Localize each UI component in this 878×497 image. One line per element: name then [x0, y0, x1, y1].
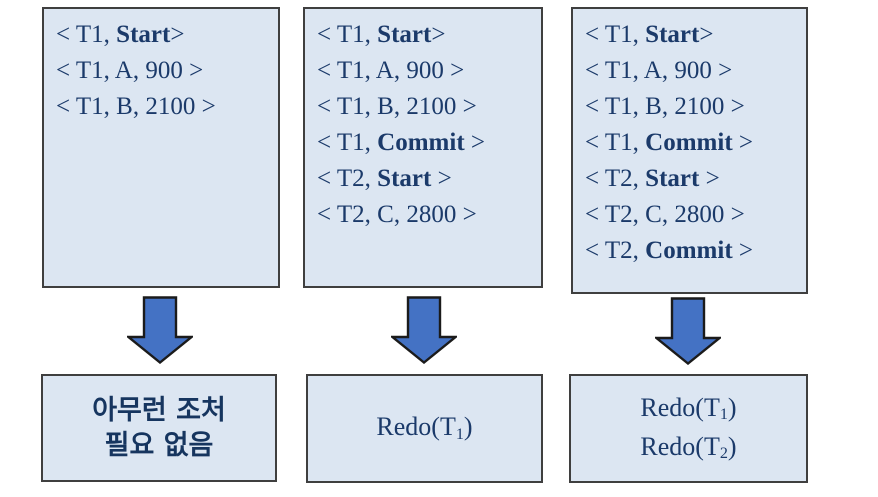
log-record: < T1, Commit > [585, 125, 802, 161]
log-record: < T2, Start > [585, 161, 802, 197]
log-record: < T1, Start> [56, 17, 274, 53]
text-segment: Start [377, 165, 432, 192]
text-segment: > [431, 165, 452, 192]
text-segment: < T1, [585, 21, 646, 48]
text-segment: Redo(T [376, 412, 456, 441]
log-record: < T1, B, 2100 > [56, 89, 274, 125]
text-segment: < T2, C, 2800 > [585, 201, 745, 228]
result-text: Redo(T2) [640, 429, 736, 468]
down-arrow-icon [391, 296, 457, 364]
text-segment: 아무런 조처 [92, 395, 226, 426]
log-record: < T2, Commit > [585, 233, 802, 269]
down-arrow-icon [127, 296, 193, 364]
log-box-3: < T1, Start>< T1, A, 900 >< T1, B, 2100 … [571, 7, 808, 294]
text-segment: < T1, A, 900 > [585, 57, 733, 84]
subscript-text: 1 [455, 425, 464, 443]
text-segment: < T2, [585, 237, 646, 264]
text-segment: Redo(T [640, 431, 720, 461]
log-record: < T2, C, 2800 > [317, 197, 537, 233]
text-segment: < T1, A, 900 > [56, 57, 204, 84]
log-record: < T1, B, 2100 > [585, 89, 802, 125]
text-segment: Start [116, 21, 171, 48]
text-segment: < T1, [585, 129, 646, 156]
text-segment: < T2, [317, 165, 378, 192]
text-segment: < T1, [317, 21, 378, 48]
text-segment: < T1, B, 2100 > [56, 93, 216, 120]
text-segment: Redo(T [640, 392, 720, 422]
text-segment: < T2, [585, 165, 646, 192]
log-record: < T1, Commit > [317, 125, 537, 161]
text-segment: Commit [645, 129, 733, 156]
text-segment: < T2, C, 2800 > [317, 201, 477, 228]
log-record: < T1, B, 2100 > [317, 89, 537, 125]
text-segment: > [699, 21, 714, 48]
text-segment: > [732, 237, 754, 264]
log-record: < T2, C, 2800 > [585, 197, 802, 233]
text-segment: ) [727, 392, 737, 422]
result-text: 아무런 조처 [92, 393, 226, 428]
subscript-text: 2 [719, 445, 728, 463]
text-segment: Commit [645, 237, 733, 264]
log-record: < T1, Start> [317, 17, 537, 53]
text-segment: ) [463, 412, 473, 441]
log-record: < T1, A, 900 > [56, 53, 274, 89]
text-segment: 필요 없음 [104, 430, 214, 461]
text-segment: Start [377, 21, 432, 48]
result-box-3: Redo(T1)Redo(T2) [569, 374, 808, 483]
result-box-2: Redo(T1) [306, 374, 543, 483]
text-segment: < T1, B, 2100 > [317, 93, 477, 120]
text-segment: > [699, 165, 720, 192]
subscript-text: 1 [719, 406, 728, 424]
text-segment: > [431, 21, 446, 48]
text-segment: < T1, [56, 21, 117, 48]
down-arrow-icon [655, 297, 721, 365]
text-segment: > [170, 21, 185, 48]
result-text: Redo(T1) [640, 390, 736, 429]
text-segment: Commit [377, 129, 465, 156]
result-text: Redo(T1) [376, 409, 472, 448]
log-record: < T1, A, 900 > [585, 53, 802, 89]
log-box-1: < T1, Start> < T1, A, 900 > < T1, B, 2100 … [42, 7, 280, 288]
text-segment: < T1, A, 900 > [317, 57, 465, 84]
text-segment: < T1, B, 2100 > [585, 93, 745, 120]
log-record: < T1, A, 900 > [317, 53, 537, 89]
log-box-2: < T1, Start>< T1, A, 900 >< T1, B, 2100 … [303, 7, 543, 288]
result-text: 필요 없음 [105, 428, 214, 463]
log-record: < T1, Start> [585, 17, 802, 53]
text-segment: ) [727, 431, 737, 461]
text-segment: Start [645, 21, 700, 48]
text-segment: < T1, [317, 129, 378, 156]
text-segment: Start [645, 165, 700, 192]
text-segment: > [464, 129, 486, 156]
text-segment: > [732, 129, 754, 156]
log-record: < T2, Start > [317, 161, 537, 197]
